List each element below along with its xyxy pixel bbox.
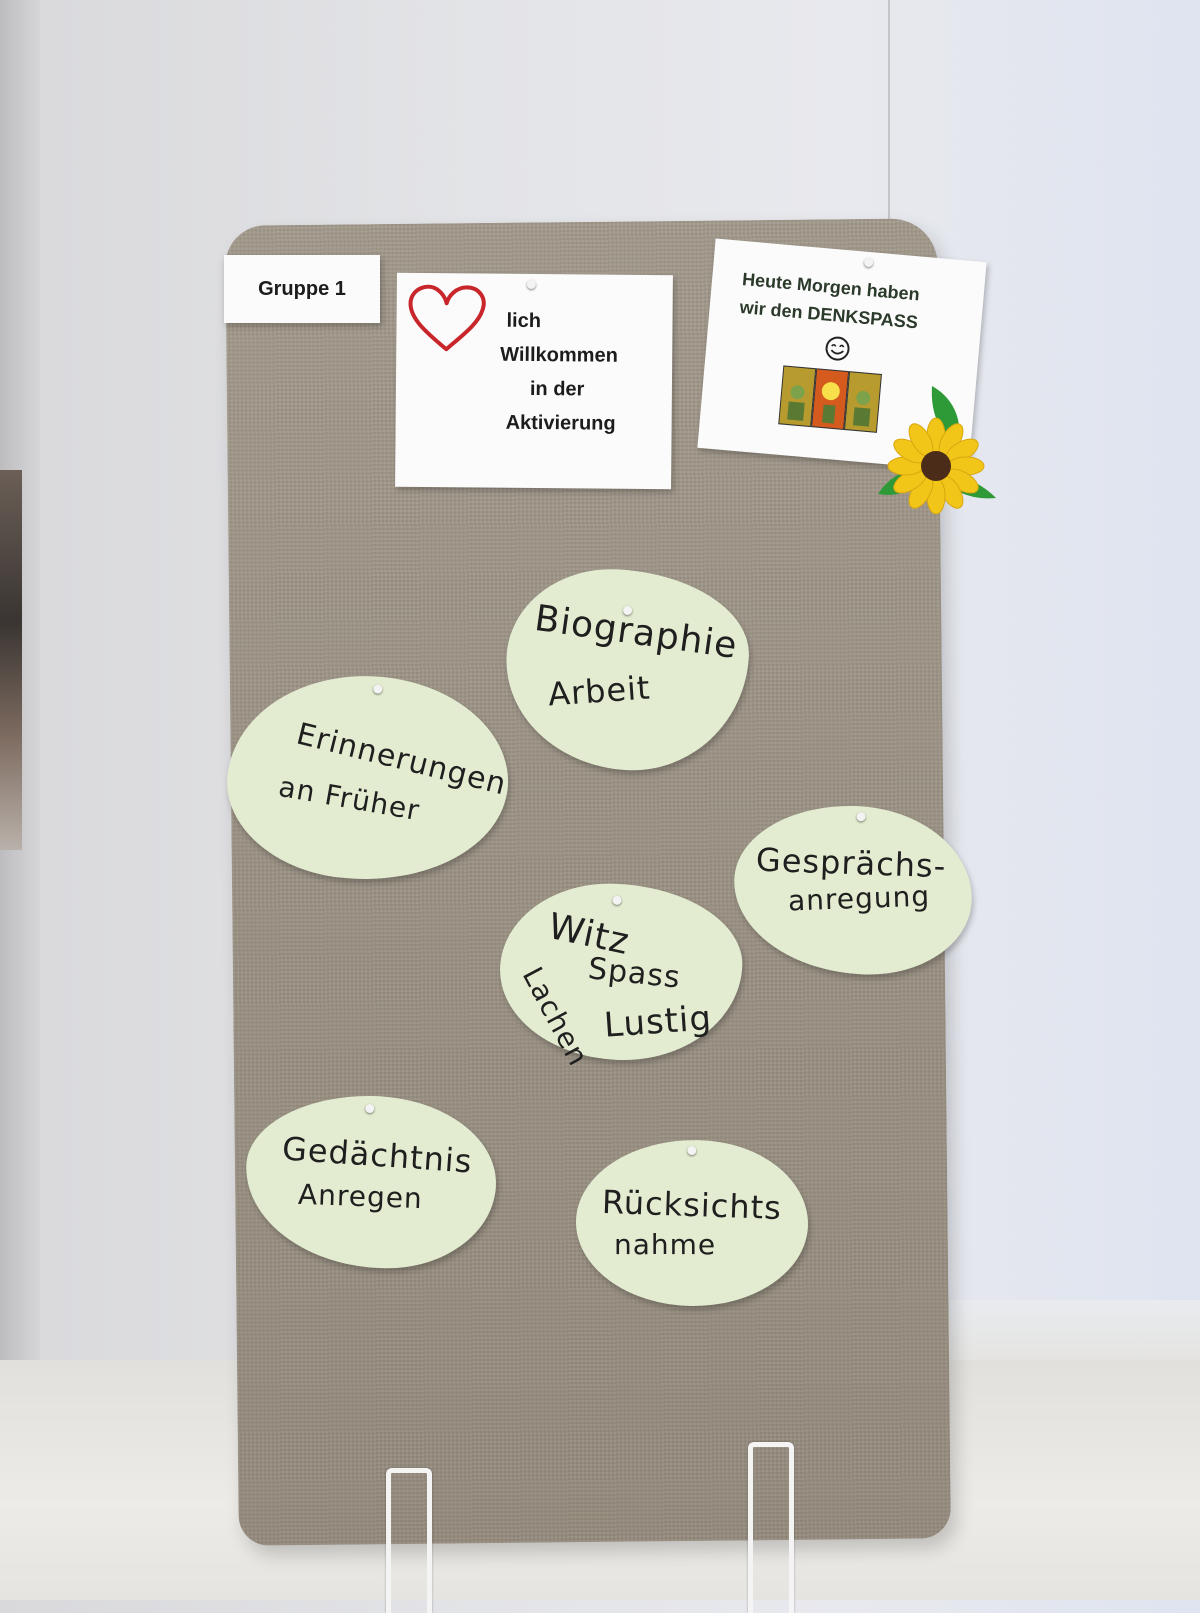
cloud-text-nahme: nahme [614, 1228, 717, 1261]
welcome-sign: lich Willkommen in der Aktivierung [395, 272, 673, 490]
pin [365, 1103, 375, 1114]
welcome-line-3: in der [529, 377, 585, 401]
comic-strip-icon [778, 365, 882, 433]
stand-leg-right [748, 1442, 794, 1613]
pin [526, 279, 536, 290]
welcome-line-4: Aktivierung [505, 411, 616, 435]
cloud-text-lustig: Lustig [602, 998, 714, 1046]
cloud-text-ruecksichts: Rücksichts [601, 1182, 783, 1228]
denkspass-sign: Heute Morgen haben wir den DENKSPASS [697, 238, 987, 472]
pin [372, 684, 383, 694]
cloud-text-gespraechs: Gesprächs- [755, 840, 947, 886]
wall-baseboard [900, 1300, 1200, 1370]
pin [687, 1145, 697, 1156]
welcome-line-2: Willkommen [500, 343, 618, 367]
stand-leg-left [386, 1468, 432, 1613]
group-sign: Gruppe 1 [224, 255, 380, 323]
smiley-icon [825, 336, 850, 361]
pin [863, 257, 874, 268]
pin [612, 895, 622, 905]
welcome-line-1: lich [506, 309, 542, 333]
pin [856, 812, 866, 822]
background-doorway [0, 470, 22, 850]
wall-seam [888, 0, 890, 260]
cloud-text-anregung: anregung [787, 879, 931, 918]
group-sign-text: Gruppe 1 [258, 277, 346, 300]
heart-icon [408, 284, 486, 352]
cloud-text-anregen: Anregen [297, 1177, 424, 1216]
sunflower-icon [878, 386, 996, 515]
cloud-text-arbeit: Arbeit [546, 668, 652, 714]
